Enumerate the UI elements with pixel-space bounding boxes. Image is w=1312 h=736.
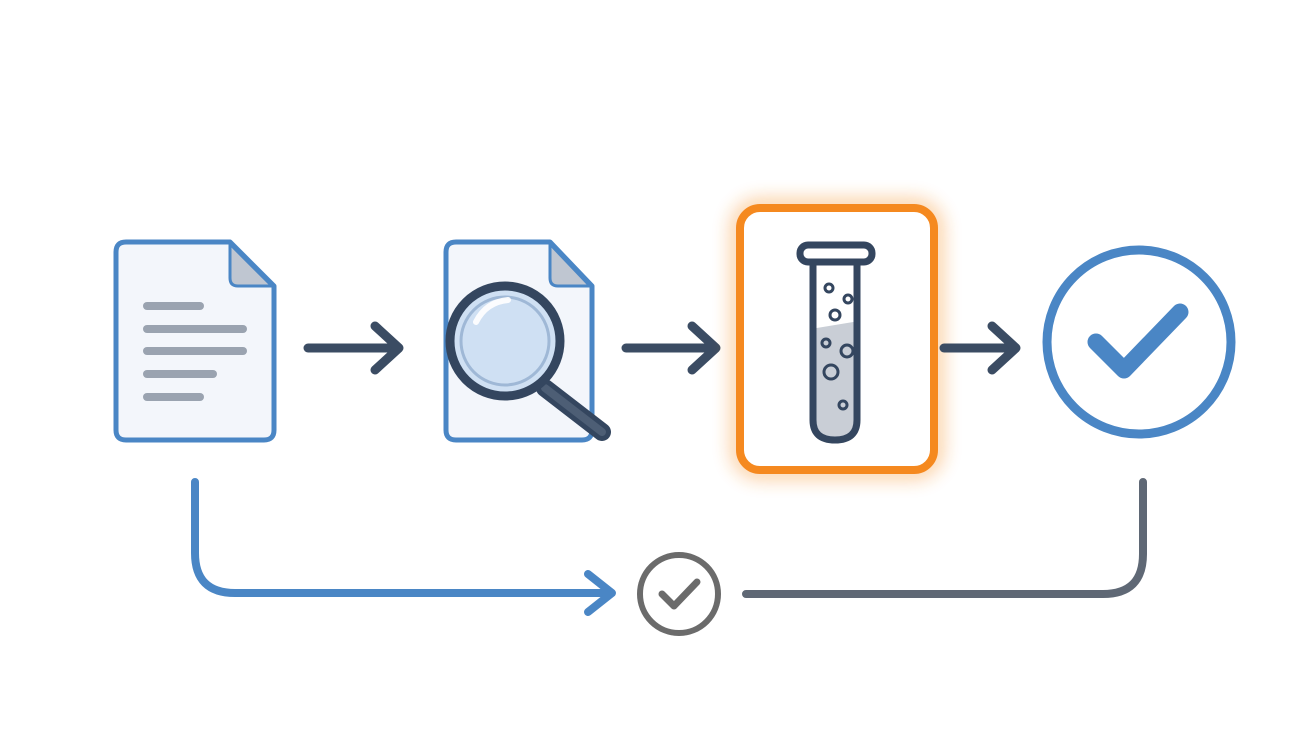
document-icon — [113, 239, 277, 443]
arrow-1 — [303, 321, 404, 375]
approval-checkmark — [1087, 303, 1189, 379]
bypass-path-blue — [191, 478, 616, 616]
document-page — [113, 239, 277, 443]
tube-body — [809, 262, 861, 444]
review-document-fold — [548, 242, 592, 288]
arrow-2 — [621, 321, 721, 375]
tube-liquid — [813, 320, 857, 440]
document-search-icon — [443, 239, 611, 443]
approval-circle — [1042, 245, 1236, 439]
document-fold — [228, 242, 274, 288]
bypass-arrowhead — [584, 570, 616, 616]
bypass-path-gray — [742, 478, 1147, 598]
arrow-3 — [939, 321, 1021, 375]
check-circle-icon — [1042, 245, 1236, 439]
small-check-circle-icon — [637, 552, 721, 636]
tube-rim — [796, 241, 876, 266]
document-text-lines — [143, 302, 247, 401]
test-tube-icon — [796, 241, 876, 444]
tube-bubbles — [820, 282, 855, 411]
magnifier-lens — [445, 281, 565, 401]
